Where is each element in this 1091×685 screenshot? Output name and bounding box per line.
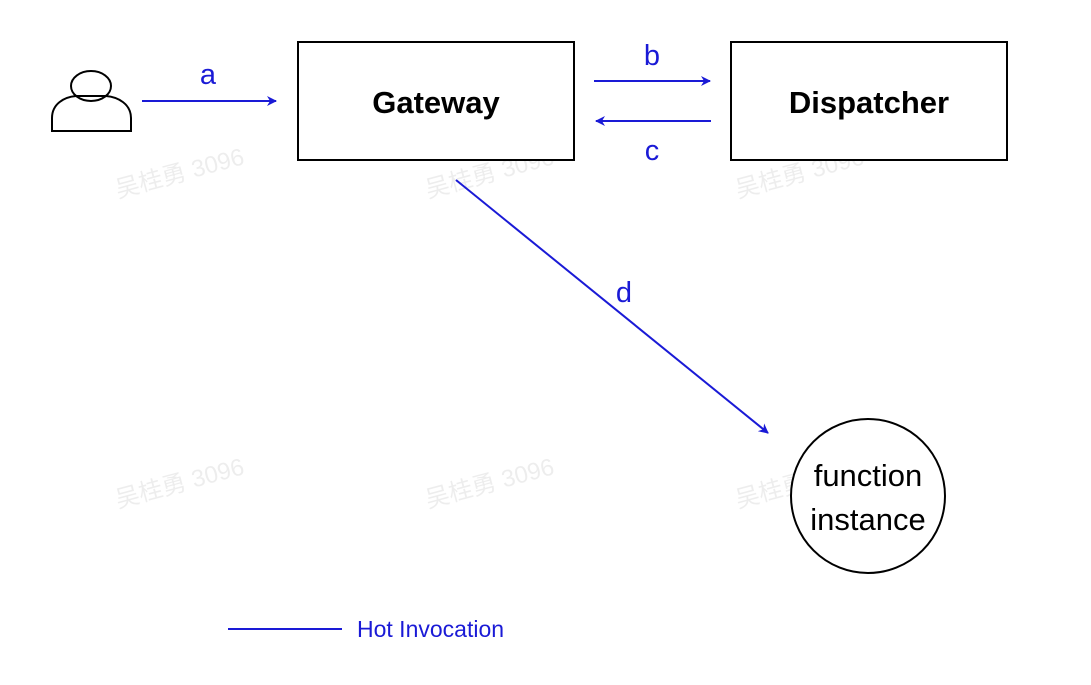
- edge-d-arrow: [455, 179, 769, 434]
- dispatcher-label: Dispatcher: [789, 85, 949, 120]
- gateway-box: [297, 41, 575, 161]
- watermark-text: 吴桂勇 3096: [113, 454, 248, 514]
- watermark-text: 吴桂勇 3096: [423, 454, 558, 514]
- function-instance-node: function instance: [790, 418, 946, 574]
- watermark-layer: 吴桂勇 3096 吴桂勇 3096 吴桂勇 3096 吴桂勇 3096 吴桂勇 …: [113, 144, 868, 514]
- user-icon: [51, 70, 132, 132]
- gateway-node: Gateway: [297, 41, 575, 161]
- edge-b: b: [594, 40, 711, 86]
- edge-d-label: d: [616, 277, 632, 309]
- gateway-label: Gateway: [372, 85, 500, 120]
- legend: Hot Invocation: [228, 616, 504, 642]
- dispatcher-node: Dispatcher: [730, 41, 1008, 161]
- function-instance-label-line2: instance: [810, 502, 925, 537]
- legend-label: Hot Invocation: [357, 616, 504, 642]
- dispatcher-box: [730, 41, 1008, 161]
- edge-c-label: c: [645, 135, 660, 167]
- edge-a: a: [142, 59, 277, 106]
- watermark-text: 吴桂勇 3096: [113, 144, 248, 204]
- edge-b-label: b: [644, 40, 660, 72]
- edge-c: c: [595, 116, 711, 167]
- edge-a-label: a: [200, 59, 217, 91]
- function-instance-circle: [790, 418, 946, 574]
- edge-d: d: [455, 179, 769, 434]
- function-instance-label-line1: function: [814, 458, 923, 493]
